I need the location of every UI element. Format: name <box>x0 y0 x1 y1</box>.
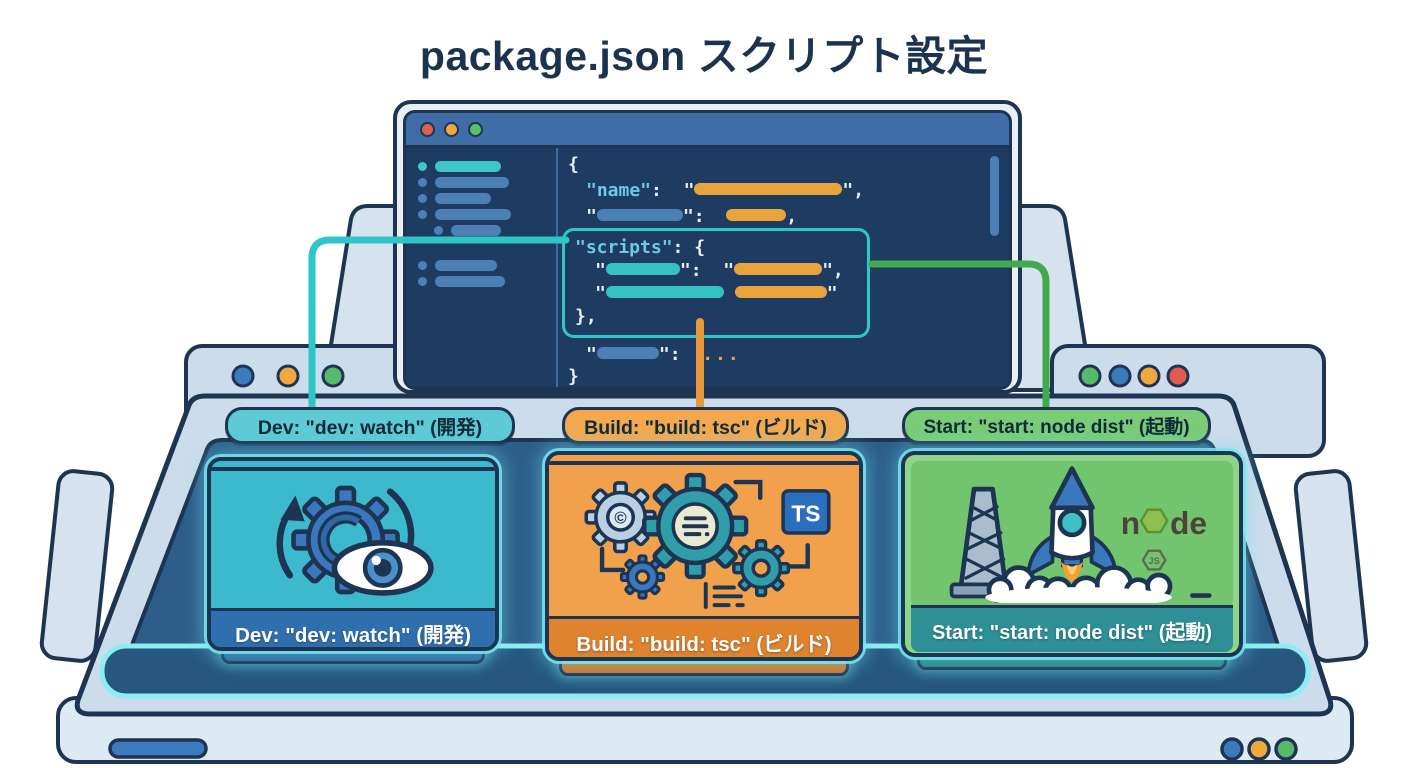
page-title: package.json スクリプト設定 <box>419 33 989 79</box>
footer-dot-orange[interactable] <box>1247 737 1271 761</box>
arrowhead <box>280 494 305 521</box>
redacted-key <box>596 209 683 221</box>
start-card[interactable]: n de JS Start: "start: node dist" (起動) <box>901 451 1243 657</box>
eye-icon <box>331 539 434 596</box>
rocket-icon <box>1026 466 1118 582</box>
traffic-light-orange[interactable] <box>1137 364 1161 388</box>
traffic-light-blue[interactable] <box>1108 364 1132 388</box>
file-tree-item[interactable] <box>418 193 546 204</box>
traffic-light-orange[interactable] <box>276 364 300 388</box>
gears-typescript-icon: © <box>584 472 831 609</box>
gear-eye-watch-icon <box>276 485 434 596</box>
start-pill-label: Start: "start: node dist" (起動) <box>923 417 1190 438</box>
footer-dot-blue[interactable] <box>1220 737 1244 761</box>
code-line: "": , <box>586 206 798 227</box>
smoke-clouds <box>985 565 1173 603</box>
code-area[interactable]: { "name": "", "": , "scripts": { <box>558 148 1009 387</box>
scripts-key: "scripts" <box>575 237 673 258</box>
build-pill[interactable]: Build: "build: tsc" (ビルド) <box>562 407 849 444</box>
editor-scrollbar[interactable] <box>990 156 999 236</box>
code-editor-window: { "name": "", "": , "scripts": { <box>393 100 1022 394</box>
node-hexagon <box>1139 508 1169 534</box>
bracket-line <box>733 479 763 501</box>
node-logo-de: de <box>1170 505 1207 541</box>
copyright-glyph: © <box>614 508 627 527</box>
redacted-script-value <box>734 263 823 275</box>
node-logo: n de JS <box>1121 505 1207 571</box>
file-tree[interactable] <box>406 148 558 387</box>
dev-card[interactable]: Dev: "dev: watch" (開発) <box>207 457 499 651</box>
editor-titlebar <box>406 113 1009 148</box>
gear-icon: © <box>584 481 657 554</box>
dev-pill-label: Dev: "dev: watch" (開発) <box>257 417 483 439</box>
file-tree-item[interactable] <box>434 225 546 236</box>
bracket-line <box>784 543 810 569</box>
node-logo-n: n <box>1121 505 1140 541</box>
code-line: "": ... <box>586 344 741 365</box>
footer-dot-green[interactable] <box>1274 737 1298 761</box>
gear-icon <box>619 554 666 600</box>
node-js-badge-label: JS <box>1148 556 1159 566</box>
window-close-button[interactable] <box>420 121 435 137</box>
redacted-value <box>726 209 787 221</box>
code-line: }, <box>575 306 597 327</box>
traffic-light-green[interactable] <box>1078 364 1102 388</box>
ts-badge-label: TS <box>791 501 820 527</box>
rocket-launch-icon: n de JS <box>949 466 1212 603</box>
gear-icon <box>732 539 791 598</box>
left-side-wing <box>39 469 115 663</box>
build-card-caption: Build: "build: tsc" (ビルド) <box>549 616 859 657</box>
file-tree-item[interactable] <box>418 260 546 271</box>
start-pill[interactable]: Start: "start: node dist" (起動) <box>902 407 1211 444</box>
footer-handle-pill <box>108 738 208 759</box>
name-key: "name" <box>586 180 652 201</box>
document-lines <box>703 582 745 609</box>
file-tree-item-active[interactable] <box>418 161 546 172</box>
traffic-light-red[interactable] <box>1166 364 1190 388</box>
traffic-light-blue[interactable] <box>231 364 255 388</box>
node-js-badge <box>1141 549 1167 571</box>
redacted-script-key <box>605 263 680 275</box>
right-side-wing <box>1293 469 1369 663</box>
window-minimize-button[interactable] <box>444 121 459 137</box>
traffic-light-green[interactable] <box>321 364 345 388</box>
code-line: "scripts": { <box>575 237 706 258</box>
redacted-key <box>596 347 659 359</box>
typescript-badge: TS <box>781 489 831 535</box>
file-tree-item[interactable] <box>418 209 546 220</box>
build-pill-label: Build: "build: tsc" (ビルド) <box>584 417 827 439</box>
code-line: } <box>568 366 579 387</box>
dev-card-caption: Dev: "dev: watch" (開発) <box>211 608 495 647</box>
code-line: " " <box>595 283 838 304</box>
window-zoom-button[interactable] <box>468 121 483 137</box>
bracket-line <box>599 546 626 573</box>
code-line: "": "", <box>595 260 844 281</box>
build-card[interactable]: © <box>545 451 863 661</box>
redacted-script-value <box>734 286 827 298</box>
redacted-value <box>694 183 843 195</box>
document-lines <box>682 516 710 537</box>
redacted-script-key <box>605 286 724 298</box>
code-line: "name": "", <box>586 180 865 201</box>
file-tree-item[interactable] <box>418 276 546 287</box>
code-line: { <box>568 154 579 175</box>
ellipsis-token: ... <box>702 344 741 365</box>
dev-pill[interactable]: Dev: "dev: watch" (開発) <box>225 407 515 444</box>
gear-icon <box>642 472 749 580</box>
start-card-caption: Start: "start: node dist" (起動) <box>911 605 1233 652</box>
file-tree-item[interactable] <box>418 177 546 188</box>
scripts-highlight-box: "scripts": { "": "", " " }, <box>562 228 870 338</box>
